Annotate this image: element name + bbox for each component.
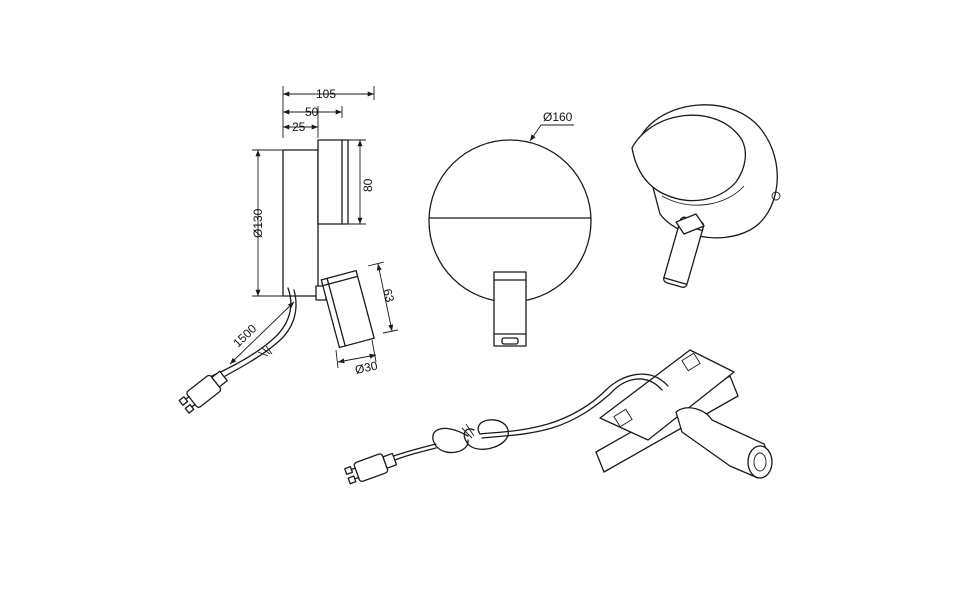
plug-side [178, 370, 228, 414]
front-spot [493, 271, 527, 347]
dim-80: 80 [361, 178, 375, 192]
perspective-view [631, 104, 781, 288]
dim-diameter-30: Ø30 [354, 358, 379, 376]
head-side [317, 139, 349, 225]
perspective-head [631, 114, 747, 202]
dim-diameter-130: Ø130 [251, 208, 265, 238]
spot-side [320, 269, 375, 349]
dim-1500: 1500 [230, 321, 259, 350]
side-view: 105 50 25 Ø130 80 63 Ø30 [178, 86, 399, 414]
dim-diameter-160: Ø160 [543, 110, 573, 124]
dim-50: 50 [305, 105, 319, 119]
wall-plate-side [282, 149, 319, 297]
dim-63: 63 [380, 287, 397, 304]
cable-side [217, 289, 297, 381]
dim-105: 105 [316, 87, 336, 101]
rear-perspective-view [344, 349, 773, 485]
rear-plate [599, 349, 735, 441]
dim-25: 25 [292, 120, 306, 134]
front-view: Ø160 [428, 110, 592, 347]
cable-rear [479, 373, 669, 435]
top-dimensions [282, 86, 375, 138]
plug-rear [344, 452, 398, 485]
